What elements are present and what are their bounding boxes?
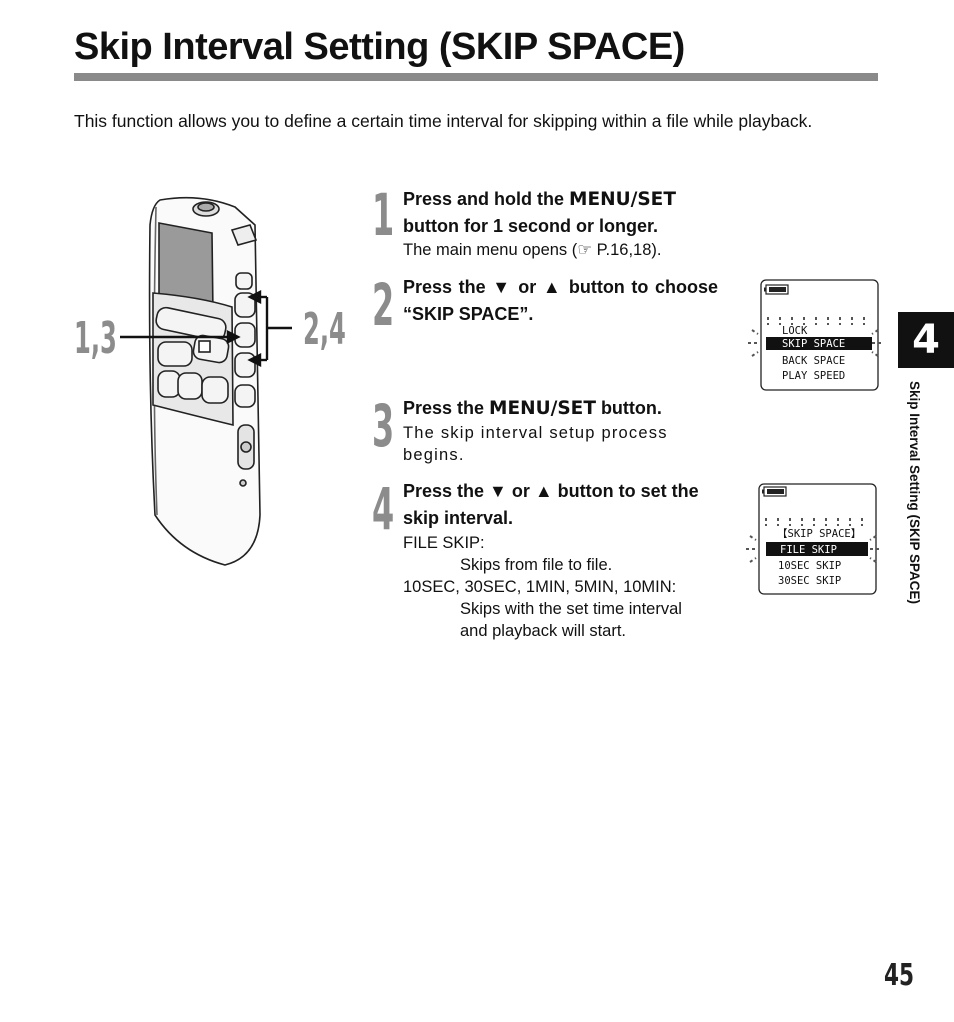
step-2-instruction: Press the ▼ or ▲ button to choose “SKIP …: [403, 277, 718, 324]
step-1-instruction: Press and hold the MENU/SET button for 1…: [403, 186, 718, 240]
lcd1-line-4: PLAY SPEED: [782, 370, 845, 382]
page-title: Skip Interval Setting (SKIP SPACE): [74, 26, 685, 68]
step-3-instruction: Press the MENU/SET button.: [403, 395, 718, 422]
intro-text: This function allows you to define a cer…: [74, 111, 813, 131]
option-file-skip-label: FILE SKIP:: [403, 534, 485, 552]
step-3-note: The skip interval setup process begins.: [403, 424, 668, 464]
title-rule: [74, 73, 878, 81]
lcd2-line-3: 10SEC SKIP: [778, 560, 841, 572]
battery-icon: [764, 284, 789, 295]
step-1-text-end: button for 1 second or longer.: [403, 216, 659, 236]
option-time-skip-desc-1: Skips with the set time interval: [460, 600, 682, 618]
step-1-text-start: Press and hold the: [403, 189, 570, 209]
step-3-text-start: Press the: [403, 398, 490, 418]
callout-steps-2-4: 2,4: [303, 304, 346, 355]
battery-icon: [762, 486, 787, 497]
chapter-tab: 4: [898, 312, 954, 368]
lcd2-line-4: 30SEC SKIP: [778, 575, 841, 587]
menu-set-keyword: MENU/SET: [489, 398, 596, 419]
lcd1-line-3: BACK SPACE: [782, 355, 845, 367]
menu-set-keyword: MENU/SET: [569, 189, 676, 210]
lcd1-line-1: LOCK: [782, 325, 808, 337]
step-4-instruction: Press the ▼ or ▲ button to set the skip …: [403, 481, 699, 528]
lcd-screen-main-menu: LOCK SKIP SPACE BACK SPACE PLAY SPEED: [748, 279, 882, 391]
lcd2-line-selected: FILE SKIP: [780, 544, 837, 556]
voice-recorder-illustration: [120, 196, 292, 566]
option-time-skip-label: 10SEC, 30SEC, 1MIN, 5MIN, 10MIN:: [403, 578, 677, 596]
step-4-number: 4: [372, 475, 395, 543]
page-number: 45: [884, 958, 915, 993]
step-4-options: FILE SKIP: Skips from file to file. 10SE…: [403, 532, 718, 642]
option-file-skip-desc: Skips from file to file.: [460, 556, 613, 574]
callout-steps-1-3: 1,3: [74, 313, 117, 364]
option-time-skip-desc-2: and playback will start.: [460, 622, 626, 640]
side-section-label: Skip Interval Setting (SKIP SPACE): [907, 381, 922, 605]
lcd2-header: 【SKIP SPACE】: [777, 528, 861, 540]
step-1-number: 1: [372, 181, 395, 249]
lcd-screen-skip-space: 【SKIP SPACE】 FILE SKIP 10SEC SKIP 30SEC …: [746, 483, 880, 595]
step-3-number: 3: [372, 392, 395, 460]
lcd1-line-selected: SKIP SPACE: [782, 338, 845, 350]
step-1-note: The main menu opens (☞ P.16,18).: [403, 241, 662, 259]
step-2-number: 2: [372, 271, 395, 339]
step-3-text-end: button.: [595, 398, 662, 418]
